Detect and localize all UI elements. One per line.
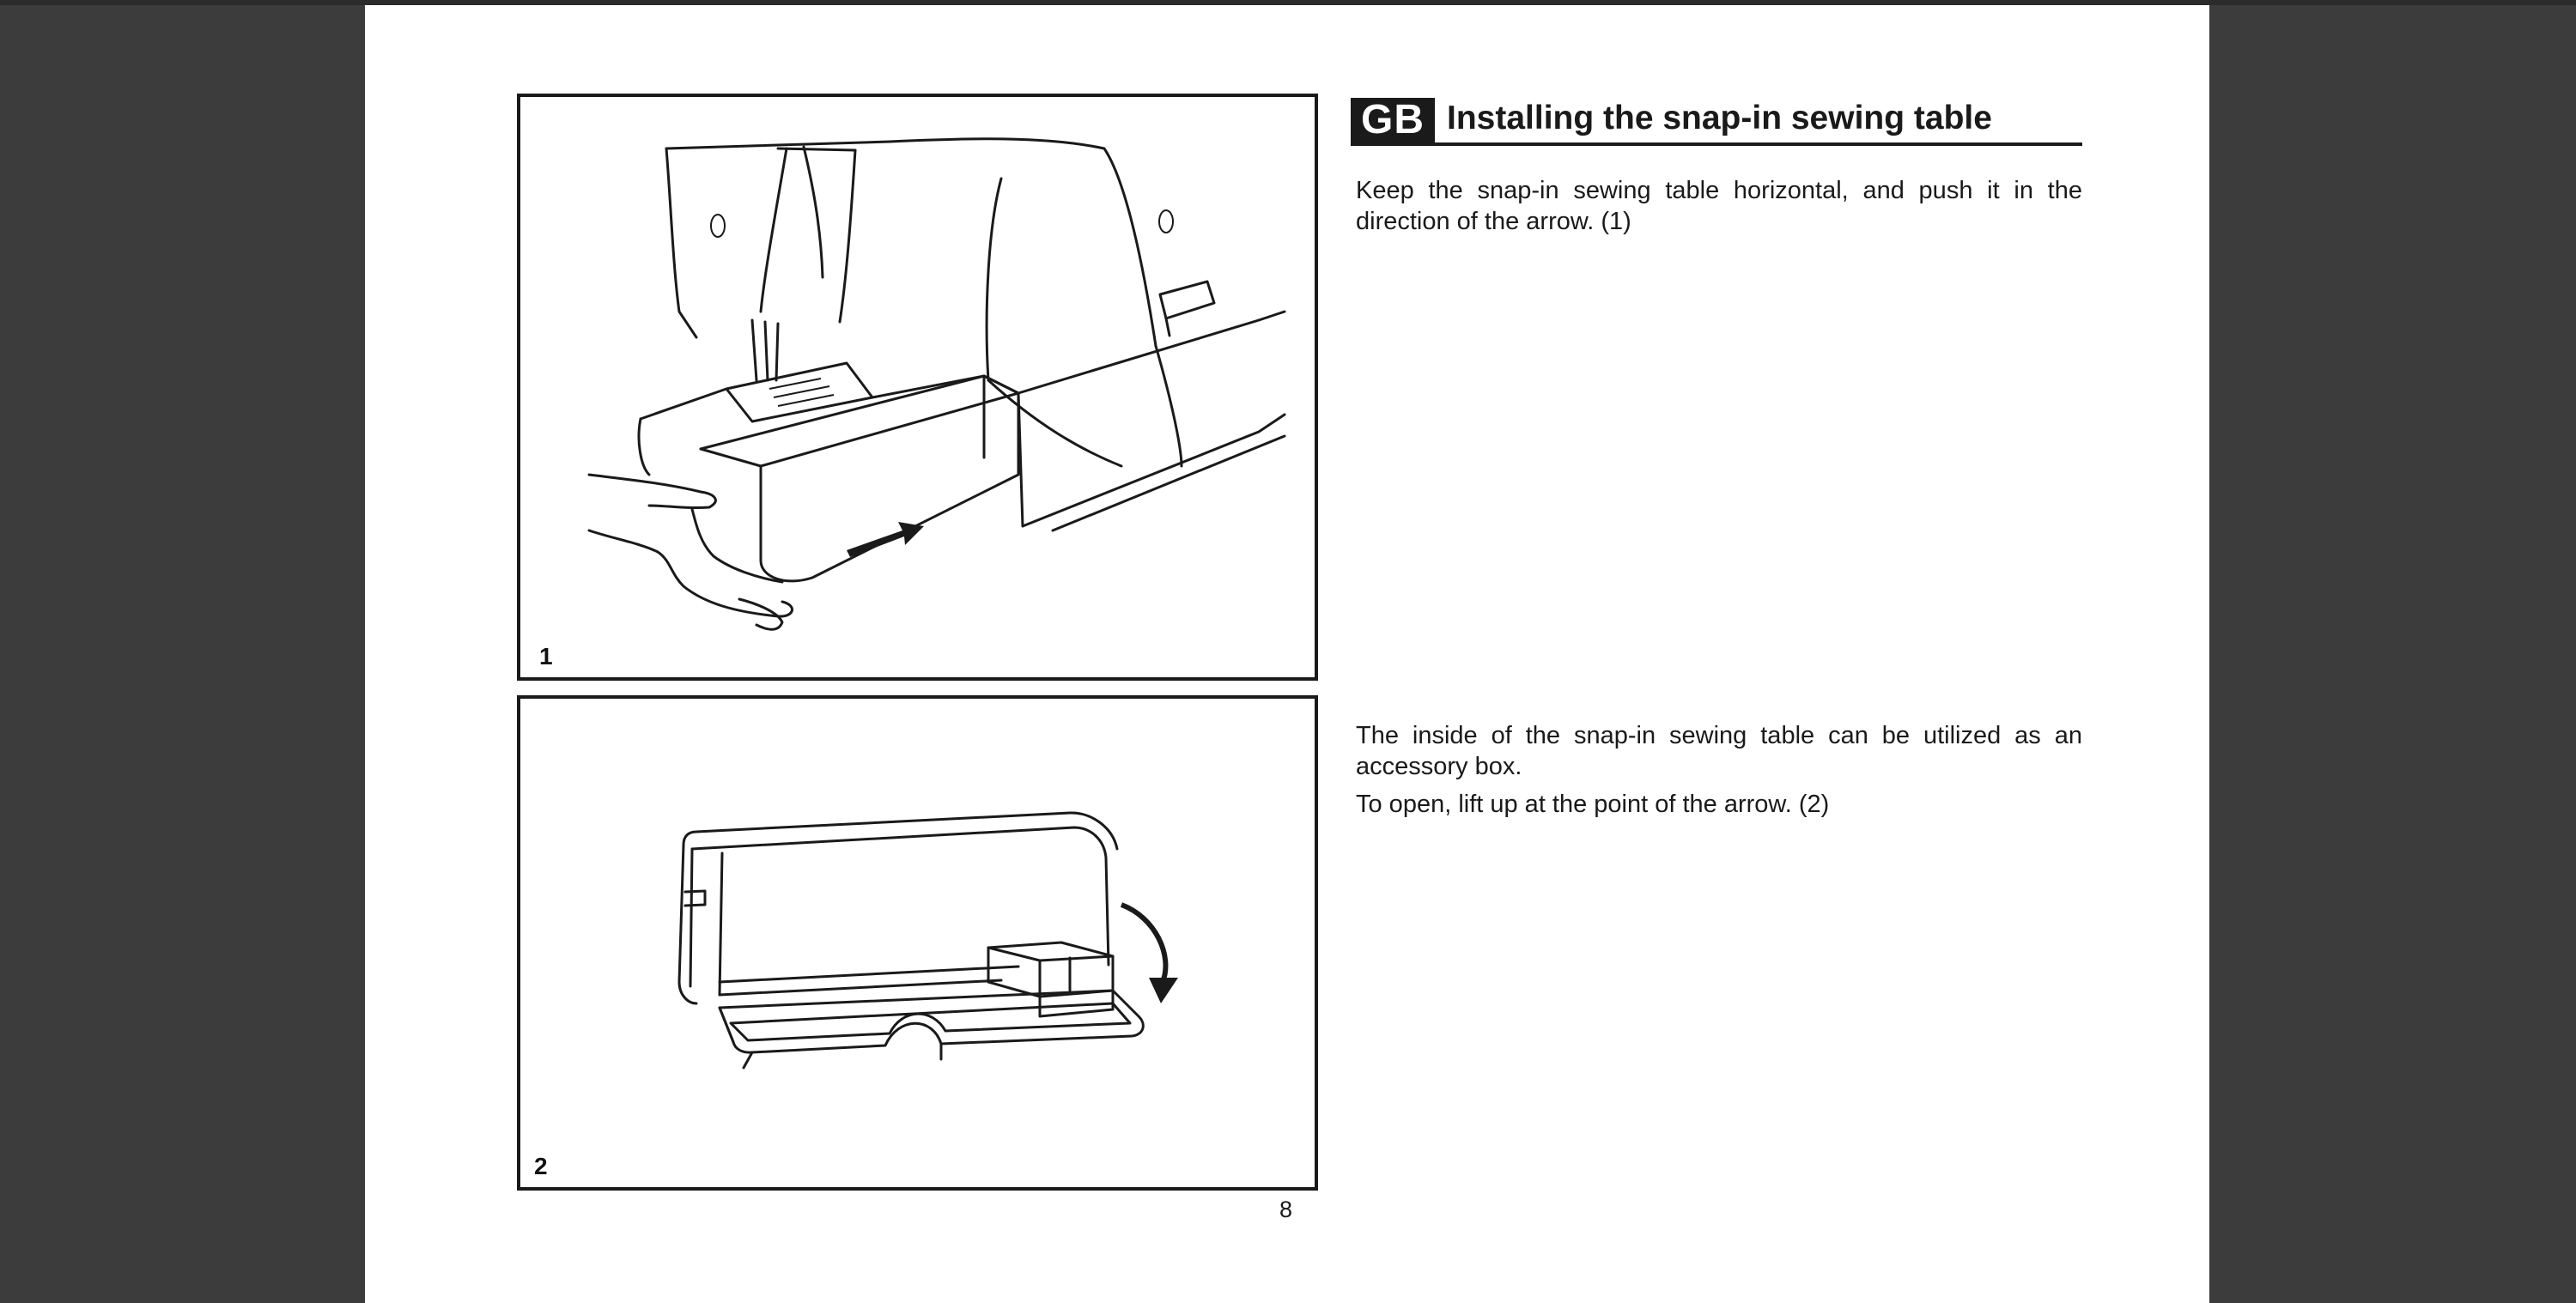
language-badge: GB xyxy=(1351,98,1435,142)
figure-1: 1 xyxy=(517,94,1318,681)
section-heading: GB Installing the snap-in sewing table xyxy=(1351,94,2082,146)
figure-2: 2 xyxy=(517,695,1318,1191)
document-page: 1 xyxy=(365,5,2209,1303)
sewing-machine-illustration xyxy=(587,137,1286,631)
figure-2-number: 2 xyxy=(534,1153,548,1179)
open-instructions: To open, lift up at the point of the arr… xyxy=(1356,791,1830,818)
page-number: 8 xyxy=(1279,1197,1293,1222)
page-title: Installing the snap-in sewing table xyxy=(1447,100,1992,136)
accessory-box-illustration xyxy=(677,811,1178,1070)
install-instructions: Keep the snap-in sewing table horizontal… xyxy=(1356,177,2082,235)
viewer-top-bar xyxy=(0,0,2576,5)
figure-1-number: 1 xyxy=(539,643,553,670)
accessory-box-text: The inside of the snap-in sewing table c… xyxy=(1356,722,2082,780)
